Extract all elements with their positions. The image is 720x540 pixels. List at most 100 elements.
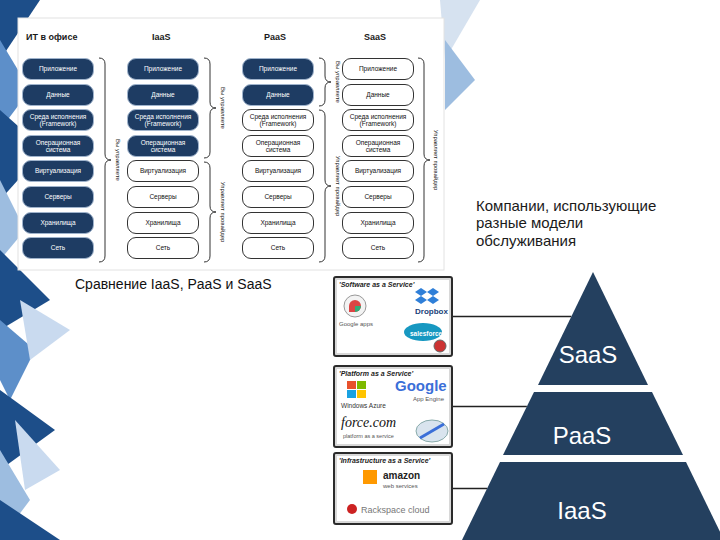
layer-box: Среда исполнения (Framework)	[242, 109, 314, 131]
service-box-grounds	[333, 276, 453, 525]
layer-name: Операционная система	[247, 139, 309, 154]
logo-text: App Engine	[413, 396, 444, 403]
pyramid-band: SaaS	[538, 272, 648, 385]
layer-name: Данные	[266, 91, 289, 98]
layer-box: Операционная система	[22, 135, 94, 157]
layer-box: Среда исполнения (Framework)	[127, 109, 199, 131]
layer-name: Серверы	[364, 193, 391, 200]
band-fill	[538, 272, 648, 385]
service-heading: 'Software as a Service'	[339, 281, 414, 289]
band-shape	[538, 272, 648, 385]
layer-box: Серверы	[127, 186, 199, 208]
band-fill	[462, 462, 720, 540]
pyramid-band: PaaS	[503, 392, 683, 455]
pyramid-band: IaaS	[462, 462, 720, 540]
layer-box: Хранилища	[342, 212, 414, 234]
logo-text: web services	[383, 483, 418, 490]
left-triangles	[0, 0, 480, 540]
layer-box: Хранилища	[242, 212, 314, 234]
layer-name: Виртуализация	[355, 167, 401, 174]
layer-box: Сеть	[342, 237, 414, 259]
logo-text: salesforce	[410, 330, 442, 337]
layer-box: Серверы	[342, 186, 414, 208]
layer-name: Среда исполнения (Framework)	[247, 113, 309, 128]
layer-name: Среда исполнения (Framework)	[347, 113, 409, 128]
band-name: PaaS	[553, 422, 612, 450]
layer-box: Виртуализация	[127, 160, 199, 182]
layer-name: Операционная система	[347, 139, 409, 154]
layer-box: Операционная система	[127, 135, 199, 157]
layer-name: Серверы	[149, 193, 176, 200]
layer-box: Данные	[22, 84, 94, 106]
layer-box: Данные	[127, 84, 199, 106]
band-fill	[503, 392, 683, 455]
layer-box: Среда исполнения (Framework)	[342, 109, 414, 131]
caption: Сравнение IaaS, PaaS и SaaS	[75, 276, 272, 292]
layer-name: Данные	[151, 91, 174, 98]
layer-box: Среда исполнения (Framework)	[22, 109, 94, 131]
service-heading: 'Infrastructure as a Service'	[339, 457, 430, 465]
layer-name: Сеть	[271, 244, 285, 251]
column-header: IaaS	[152, 32, 171, 42]
layer-box: Виртуализация	[22, 160, 94, 182]
service-box: 'Software as a Service' Google apps Dropbo…	[333, 276, 453, 357]
layer-box: Приложение	[127, 58, 199, 80]
brace-label: Вы управляете	[335, 61, 342, 103]
layer-box: Операционная система	[242, 135, 314, 157]
layer-name: Операционная система	[27, 139, 89, 154]
layer-name: Хранилища	[360, 219, 395, 226]
layer-box: Хранилища	[22, 212, 94, 234]
column-header: PaaS	[264, 32, 286, 42]
layer-box: Виртуализация	[342, 160, 414, 182]
logo-text: Dropbox	[415, 308, 448, 317]
layer-box: Данные	[242, 84, 314, 106]
layer-name: Приложение	[259, 65, 297, 72]
column-header: SaaS	[364, 32, 386, 42]
connector	[453, 488, 487, 490]
layer-box: Серверы	[22, 186, 94, 208]
layer-name: Данные	[366, 91, 389, 98]
layer-box: Приложение	[242, 58, 314, 80]
brace-label: Управляет провайдер	[220, 182, 227, 243]
layer-box: Хранилища	[127, 212, 199, 234]
layer-box: Сеть	[242, 237, 314, 259]
logo-text: Windows Azure	[341, 402, 386, 409]
layer-name: Приложение	[39, 65, 77, 72]
layer-name: Среда исполнения (Framework)	[27, 113, 89, 128]
layer-name: Хранилища	[260, 219, 295, 226]
layer-name: Сеть	[51, 244, 65, 251]
layer-name: Сеть	[371, 244, 385, 251]
layer-name: Серверы	[264, 193, 291, 200]
connector	[453, 406, 527, 408]
service-heading: 'Platform as a Service'	[339, 370, 413, 378]
layer-name: Хранилища	[145, 219, 180, 226]
layer-box: Сеть	[127, 237, 199, 259]
comparison-panel	[18, 18, 444, 270]
band-name: SaaS	[559, 341, 618, 369]
connector	[453, 316, 571, 318]
service-box: 'Platform as a Service' Windows Azure Goog…	[333, 365, 453, 448]
brace-label: Вы управляете	[115, 139, 122, 181]
layer-name: Серверы	[44, 193, 71, 200]
brace-label: Вы управляете	[220, 87, 227, 129]
layer-name: Сеть	[156, 244, 170, 251]
note-text: Компании, использующие разные модели обс…	[476, 197, 686, 249]
layer-name: Виртуализация	[140, 167, 186, 174]
layer-box: Операционная система	[342, 135, 414, 157]
brace-label: Управляет провайдер	[433, 130, 440, 191]
layer-name: Среда исполнения (Framework)	[132, 113, 194, 128]
service-box: 'Infrastructure as a Service'amazonweb s…	[333, 452, 453, 525]
logo-text: Google	[395, 378, 447, 395]
layer-box: Приложение	[342, 58, 414, 80]
layer-name: Приложение	[144, 65, 182, 72]
layer-box: Сеть	[22, 237, 94, 259]
layer-name: Операционная система	[132, 139, 194, 154]
layer-name: Хранилища	[40, 219, 75, 226]
logo-text: Google apps	[339, 321, 373, 328]
column-header: ИТ в офисе	[26, 32, 77, 42]
logo-text: force.com	[341, 415, 396, 430]
layer-name: Приложение	[359, 65, 397, 72]
braces	[99, 58, 430, 262]
layer-name: Виртуализация	[35, 167, 81, 174]
